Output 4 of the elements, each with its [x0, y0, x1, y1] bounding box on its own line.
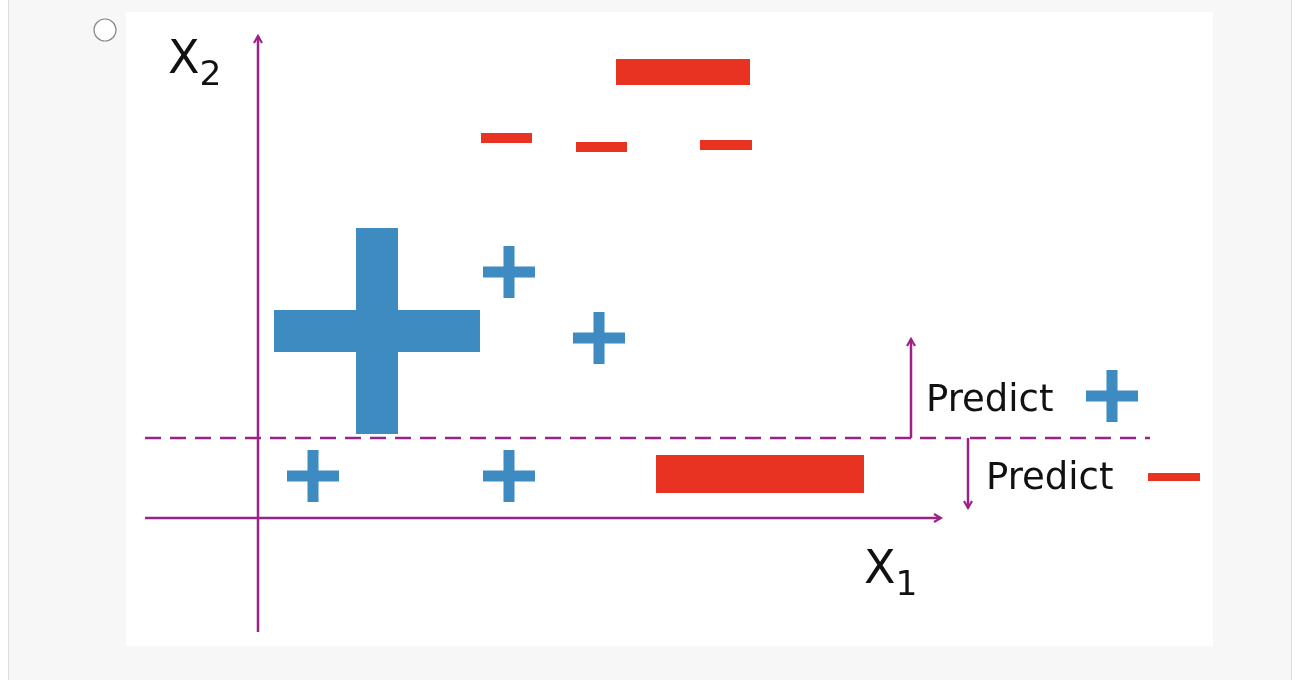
prediction-label: Predict	[986, 458, 1114, 495]
prediction-label: Predict	[926, 380, 1054, 417]
axis-label: X$_{1}$	[864, 544, 918, 601]
axis-label: X$_{2}$	[168, 34, 222, 91]
